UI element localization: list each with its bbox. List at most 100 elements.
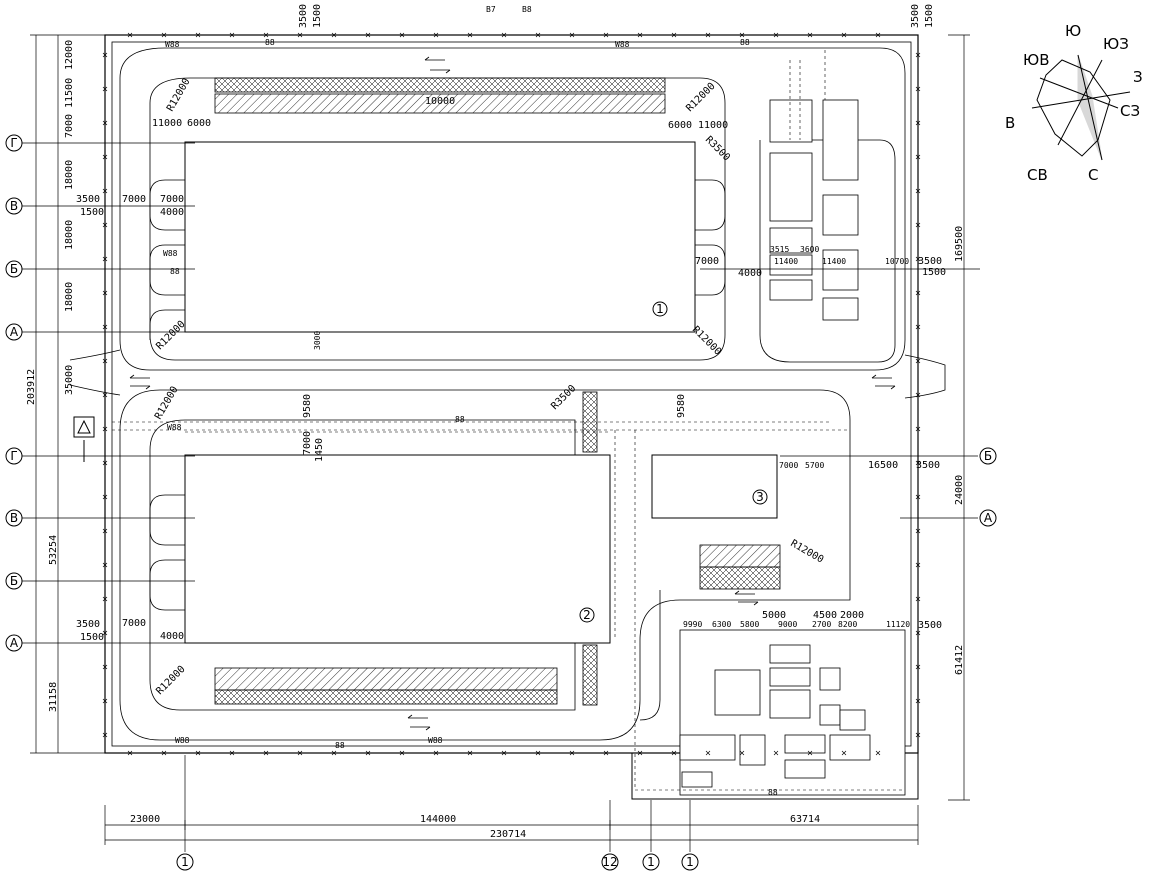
dim-bottom-63714: 63714 — [790, 814, 820, 825]
dim-4000-a: 4000 — [160, 207, 184, 218]
fence-marker — [102, 358, 108, 364]
fence-marker — [915, 562, 921, 568]
fence-marker — [807, 32, 813, 38]
fence-marker — [102, 494, 108, 500]
dim-2700: 2700 — [812, 620, 831, 629]
dim-top-3500b: 3500 — [910, 4, 921, 28]
fence-marker — [102, 188, 108, 194]
fence-marker — [671, 32, 677, 38]
axis-a-lower: А — [10, 636, 19, 650]
dim-bottom-total: 230714 — [490, 829, 526, 840]
axis-b-upper: Б — [10, 262, 18, 276]
dim-right-169500: 169500 — [954, 226, 965, 262]
upper-ring-road-outer — [119, 47, 906, 371]
fence-marker — [569, 750, 575, 756]
label-w88-left: W88 — [163, 249, 178, 258]
fence-marker — [915, 630, 921, 636]
fence-marker — [841, 750, 847, 756]
fence-marker — [297, 750, 303, 756]
fence-marker — [195, 32, 201, 38]
dim-4000-c: 4000 — [160, 631, 184, 642]
axis-a-upper: А — [10, 325, 19, 339]
label-b8: B8 — [522, 5, 532, 14]
fence-marker — [102, 256, 108, 262]
fence-marker — [915, 154, 921, 160]
fence-marker — [875, 750, 881, 756]
label-88-annex: 88 — [768, 788, 778, 797]
building-2 — [184, 454, 611, 644]
fence-marker — [467, 32, 473, 38]
dim-left-35000: 35000 — [64, 365, 75, 395]
fence-marker — [263, 32, 269, 38]
dim-3000: 3000 — [313, 331, 322, 350]
dim-9000: 9000 — [778, 620, 797, 629]
platform-lower-cross — [582, 644, 598, 706]
compass-se-label: ЮВ — [1023, 51, 1049, 69]
fence-marker — [915, 596, 921, 602]
dim-top-3500a: 3500 — [298, 4, 309, 28]
dim-bottom-144000: 144000 — [420, 814, 456, 825]
label-88-top-right: 88 — [740, 38, 750, 47]
label-88-bottom: 88 — [335, 741, 345, 750]
fence-marker — [102, 596, 108, 602]
fence-marker — [915, 120, 921, 126]
dim-top-1500a: 1500 — [312, 4, 323, 28]
compass-e-label: В — [1005, 114, 1015, 132]
fence-marker — [569, 32, 575, 38]
fence-marker — [263, 750, 269, 756]
dim-left-12000: 12000 — [64, 40, 75, 70]
dim-4500: 4500 — [813, 610, 837, 621]
dim-3515: 3515 — [770, 245, 789, 254]
dim-3600: 3600 — [800, 245, 819, 254]
fence-marker — [915, 222, 921, 228]
fence-marker — [705, 750, 711, 756]
fence-marker — [102, 630, 108, 636]
compass-s-label: Ю — [1065, 22, 1081, 40]
fence-marker — [773, 32, 779, 38]
platform-bottom-cross — [214, 689, 558, 705]
fence-marker — [637, 750, 643, 756]
dim-9580-a: 9580 — [302, 394, 313, 418]
dim-left-11500: 11500 — [64, 78, 75, 108]
wind-rose-labels: Ю ЮЗ ЮВ З СЗ В СВ С — [1005, 22, 1143, 184]
fence-marker — [127, 750, 133, 756]
fence-marker — [773, 750, 779, 756]
dim-2000: 2000 — [840, 610, 864, 621]
fence-marker — [671, 750, 677, 756]
dim-7000-a: 7000 — [122, 194, 146, 205]
road-west-entry — [69, 349, 121, 396]
parking-bays-upper-right — [695, 179, 726, 296]
axis-col-1a: 1 — [181, 855, 189, 869]
fence-marker — [535, 32, 541, 38]
dim-9990: 9990 — [683, 620, 702, 629]
gate-symbol — [73, 416, 95, 462]
roads — [69, 47, 946, 741]
fence-marker — [102, 120, 108, 126]
east-utility-structures — [769, 99, 859, 321]
dim-8200: 8200 — [838, 620, 857, 629]
row-axis-markers-left: Г В Б А Г В Б А — [5, 134, 23, 652]
label-w88-top: W88 — [165, 40, 180, 49]
row-axis-markers-right: Б А — [979, 447, 997, 527]
fence-marker — [841, 32, 847, 38]
dim-right-24000: 24000 — [954, 475, 965, 505]
dim-left-53254: 53254 — [48, 535, 59, 565]
dim-4000-b: 4000 — [738, 268, 762, 279]
dim-7000-c: 7000 — [695, 256, 719, 267]
fence-marker — [102, 154, 108, 160]
east-road — [759, 139, 896, 363]
column-axis-markers: 1 12 1 1 — [176, 853, 699, 871]
right-dimension-labels: 169500 24000 61412 3500 1500 3500 16500 … — [868, 226, 965, 675]
axis-v-upper: В — [10, 199, 18, 213]
axis-lines — [22, 142, 980, 852]
dim-6000-b: 6000 — [668, 120, 692, 131]
fence-marker — [102, 426, 108, 432]
radius-r12000-b: R12000 — [684, 81, 717, 114]
radius-r3500-b: R3500 — [703, 134, 732, 163]
label-w88-bottom-mid: W88 — [428, 736, 443, 745]
fence-marker — [915, 188, 921, 194]
axis-g-upper: Г — [10, 136, 17, 150]
dim-11400-b: 11400 — [822, 257, 846, 266]
axis-g-lower: Г — [10, 449, 17, 463]
